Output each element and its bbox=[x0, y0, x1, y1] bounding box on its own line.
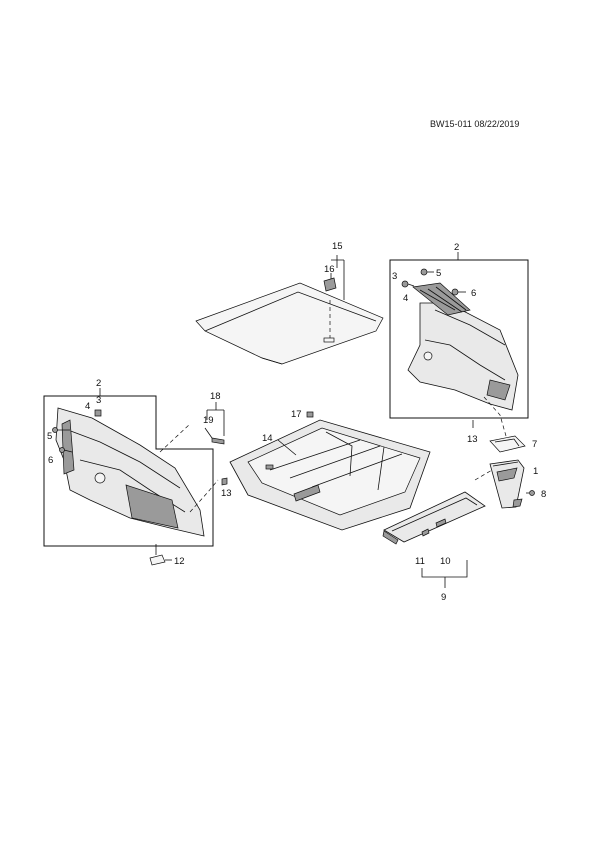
callout-3-left: 3 bbox=[96, 395, 101, 406]
left-quarter-trim bbox=[55, 407, 205, 537]
callout-13-right: 13 bbox=[467, 434, 478, 445]
fastener-17 bbox=[306, 411, 314, 418]
fasteners-right bbox=[401, 268, 466, 296]
callout-18: 18 bbox=[210, 391, 221, 402]
callout-2-left: 2 bbox=[96, 378, 101, 389]
callout-14: 14 bbox=[262, 433, 273, 444]
cover-hook-16 bbox=[323, 273, 337, 292]
cargo-cover bbox=[195, 282, 384, 365]
cargo-tray bbox=[229, 419, 431, 531]
callout-4-right: 4 bbox=[403, 293, 408, 304]
callout-16: 16 bbox=[324, 264, 335, 275]
clip-10 bbox=[435, 518, 447, 528]
callout-13-left: 13 bbox=[221, 488, 232, 499]
leader-9 bbox=[421, 560, 468, 588]
callout-5-left: 5 bbox=[47, 431, 52, 442]
pin-19 bbox=[204, 427, 225, 445]
leader-18 bbox=[206, 402, 225, 436]
clip-1 bbox=[512, 498, 523, 508]
leader-15 bbox=[331, 255, 345, 300]
screw-8 bbox=[526, 490, 535, 496]
callout-7: 7 bbox=[532, 439, 537, 450]
callout-2-right: 2 bbox=[454, 242, 459, 253]
callout-17: 17 bbox=[291, 409, 302, 420]
sill-plate bbox=[382, 491, 486, 545]
callout-11: 11 bbox=[415, 556, 425, 567]
callout-6-right: 6 bbox=[471, 288, 476, 299]
clip-11 bbox=[421, 528, 430, 537]
dash-right bbox=[483, 396, 507, 437]
callout-5-right: 5 bbox=[436, 268, 441, 279]
callout-1: 1 bbox=[533, 466, 538, 477]
document-code: BW15-011 08/22/2019 bbox=[430, 119, 520, 129]
dash-sill bbox=[474, 469, 493, 481]
callout-9: 9 bbox=[441, 592, 446, 603]
right-inset-frame bbox=[389, 259, 529, 419]
left-inset-frame bbox=[43, 395, 214, 547]
cargo-net-right bbox=[412, 282, 471, 316]
dash-left-upper bbox=[159, 423, 191, 453]
clip-12 bbox=[149, 544, 166, 566]
fasteners-left bbox=[52, 409, 102, 453]
callout-3-right: 3 bbox=[392, 271, 397, 282]
callout-4-left: 4 bbox=[85, 401, 90, 412]
callout-6-left: 6 bbox=[48, 455, 53, 466]
callout-12: 12 bbox=[174, 556, 185, 567]
right-quarter-trim bbox=[407, 302, 519, 411]
callout-19: 19 bbox=[203, 415, 214, 426]
storage-bin-1 bbox=[489, 459, 525, 509]
clip-13-left bbox=[221, 477, 228, 486]
callout-8: 8 bbox=[541, 489, 546, 500]
bezel-7 bbox=[489, 435, 526, 453]
leader-14 bbox=[277, 439, 297, 456]
callout-15: 15 bbox=[332, 241, 343, 252]
callout-10: 10 bbox=[440, 556, 451, 567]
dash-left-lower bbox=[189, 479, 219, 513]
